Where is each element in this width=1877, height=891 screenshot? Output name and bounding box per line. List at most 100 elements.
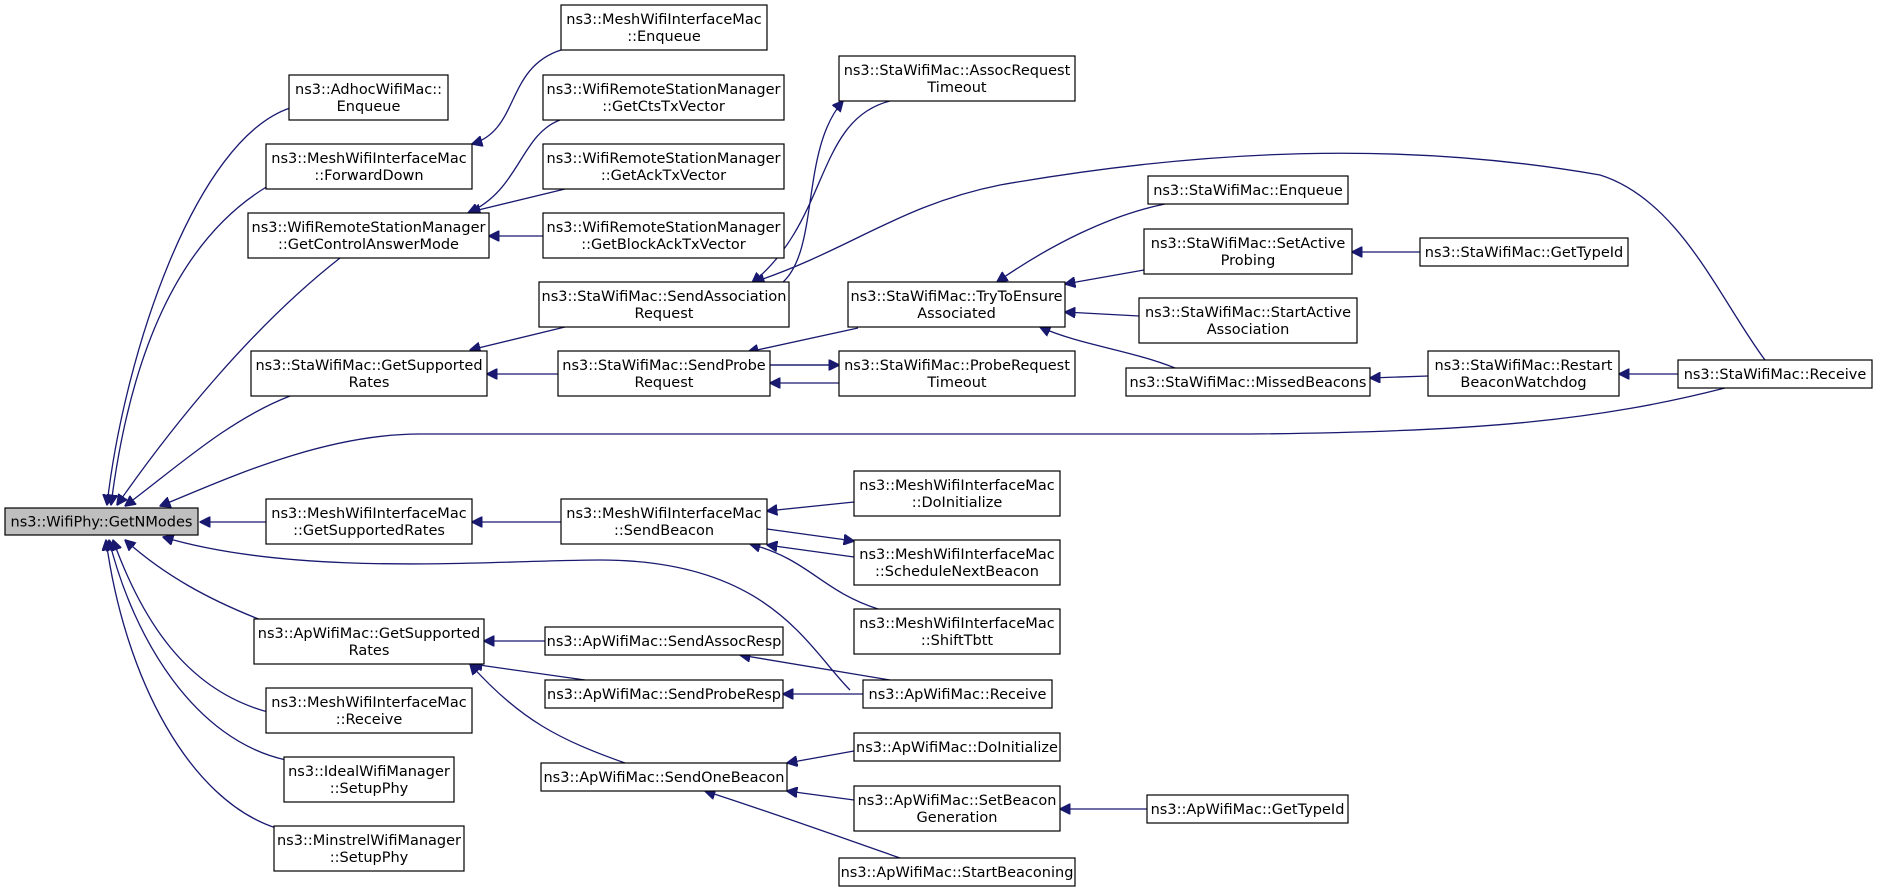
node-label-line: ns3::StaWifiMac::SetActive	[1151, 236, 1346, 252]
node-mesh-forwarddown[interactable]: ns3::MeshWifiInterfaceMac::ForwardDown	[265, 143, 473, 190]
node-ap-sendassocresp[interactable]: ns3::ApWifiMac::SendAssocResp	[544, 626, 784, 656]
node-label-line: ::Receive	[336, 712, 403, 728]
node-minstrel-setupphy[interactable]: ns3::MinstrelWifiManager::SetupPhy	[273, 825, 465, 872]
node-mesh-doinitialize[interactable]: ns3::MeshWifiInterfaceMac::DoInitialize	[853, 470, 1061, 517]
node-ap-gettypeid[interactable]: ns3::ApWifiMac::GetTypeId	[1146, 794, 1349, 824]
node-label-line: ::ScheduleNextBeacon	[875, 564, 1039, 580]
node-box	[540, 762, 788, 792]
edge-sta-receive-to-root	[160, 387, 1726, 506]
node-label-line: ::GetBlockAckTxVector	[581, 237, 746, 253]
edge-mesh-enqueue-to-mesh-forwarddown	[472, 49, 562, 144]
node-sta-receive[interactable]: ns3::StaWifiMac::Receive	[1677, 359, 1873, 389]
node-box	[853, 608, 1061, 655]
node-box	[853, 785, 1061, 832]
node-mesh-receive[interactable]: ns3::MeshWifiInterfaceMac::Receive	[265, 687, 473, 734]
node-mesh-enqueue[interactable]: ns3::MeshWifiInterfaceMac::Enqueue	[560, 4, 768, 51]
node-label-line: Timeout	[926, 375, 987, 391]
node-box	[1146, 794, 1349, 824]
node-label-line: ns3::MeshWifiInterfaceMac	[271, 506, 466, 522]
node-box	[544, 626, 784, 656]
node-label-line: ns3::StaWifiMac::AssocRequest	[844, 63, 1071, 79]
node-box	[838, 55, 1076, 102]
edge-ideal-setupphy-to-root	[109, 540, 287, 761]
node-ideal-setupphy[interactable]: ns3::IdealWifiManager::SetupPhy	[283, 756, 455, 803]
node-label-line: Generation	[917, 810, 998, 826]
node-label-line: Enqueue	[337, 99, 401, 115]
edge-adhoc-enqueue-to-root	[107, 107, 291, 505]
node-label-line: ns3::MinstrelWifiManager	[277, 833, 461, 849]
node-label-line: ns3::ApWifiMac::StartBeaconing	[841, 865, 1074, 881]
node-box	[247, 212, 490, 259]
node-ap-sendonebeacon[interactable]: ns3::ApWifiMac::SendOneBeacon	[540, 762, 788, 792]
node-label-line: ns3::StaWifiMac::ProbeRequest	[844, 358, 1070, 374]
node-label-line: Rates	[349, 643, 390, 659]
node-label-line: ns3::MeshWifiInterfaceMac	[859, 547, 1054, 563]
node-box	[862, 679, 1053, 709]
node-label-line: Request	[635, 375, 694, 391]
edge-wrsm-getctstxvector-to-wrsm-getcontrolanswermode	[468, 119, 561, 213]
node-ap-receive[interactable]: ns3::ApWifiMac::Receive	[862, 679, 1053, 709]
node-wrsm-getctstxvector[interactable]: ns3::WifiRemoteStationManager::GetCtsTxV…	[542, 74, 785, 121]
edge-sta-sendassociationrequest-to-sta-assocrequesttimeout	[781, 101, 843, 284]
node-label-line: ns3::MeshWifiInterfaceMac	[859, 478, 1054, 494]
node-root[interactable]: ns3::WifiPhy::GetNModes	[4, 507, 199, 536]
node-label-line: ns3::MeshWifiInterfaceMac	[271, 151, 466, 167]
node-wrsm-getacktxvector[interactable]: ns3::WifiRemoteStationManager::GetAckTxV…	[542, 143, 785, 190]
node-box	[265, 498, 473, 545]
node-box	[288, 74, 449, 121]
node-mesh-sendbeacon[interactable]: ns3::MeshWifiInterfaceMac::SendBeacon	[560, 498, 768, 545]
node-box	[4, 507, 199, 536]
node-box	[838, 350, 1076, 397]
node-label-line: ns3::ApWifiMac::Receive	[869, 687, 1047, 703]
node-box	[1427, 350, 1620, 397]
node-wrsm-getblockacktxvector[interactable]: ns3::WifiRemoteStationManager::GetBlockA…	[542, 212, 785, 259]
node-sta-gettypeid[interactable]: ns3::StaWifiMac::GetTypeId	[1419, 237, 1629, 267]
node-sta-missedbeacons[interactable]: ns3::StaWifiMac::MissedBeacons	[1125, 367, 1371, 397]
node-label-line: ns3::IdealWifiManager	[288, 764, 450, 780]
node-wrsm-getcontrolanswermode[interactable]: ns3::WifiRemoteStationManager::GetContro…	[247, 212, 490, 259]
edge-ap-sendproberesp-to-ap-getsupportedrates	[472, 664, 586, 681]
node-label-line: ::SetupPhy	[330, 850, 409, 866]
node-label-line: Rates	[349, 375, 390, 391]
node-ap-doinitialize[interactable]: ns3::ApWifiMac::DoInitialize	[853, 732, 1061, 762]
node-box	[838, 857, 1076, 887]
node-sta-getsupportedrates[interactable]: ns3::StaWifiMac::GetSupportedRates	[250, 350, 488, 397]
node-label-line: ns3::MeshWifiInterfaceMac	[271, 695, 466, 711]
node-box	[1125, 367, 1371, 397]
node-mesh-schedulenextbeacon[interactable]: ns3::MeshWifiInterfaceMac::ScheduleNextB…	[853, 539, 1061, 586]
node-mesh-shifttbtt[interactable]: ns3::MeshWifiInterfaceMac::ShiftTbtt	[853, 608, 1061, 655]
edge-wrsm-getacktxvector-to-wrsm-getcontrolanswermode	[470, 188, 566, 212]
node-label-line: ns3::WifiRemoteStationManager	[547, 151, 781, 167]
node-label-line: ns3::StaWifiMac::TryToEnsure	[850, 289, 1062, 305]
node-ap-startbeaconing[interactable]: ns3::ApWifiMac::StartBeaconing	[838, 857, 1076, 887]
node-box	[542, 212, 785, 259]
node-label-line: ::GetControlAnswerMode	[278, 237, 459, 253]
edge-sta-startactiveassociation-to-sta-trytoensureassociated	[1065, 312, 1140, 316]
node-adhoc-enqueue[interactable]: ns3::AdhocWifiMac::Enqueue	[288, 74, 449, 121]
node-label-line: ns3::ApWifiMac::SendOneBeacon	[543, 770, 784, 786]
node-label-line: ns3::StaWifiMac::MissedBeacons	[1130, 375, 1367, 391]
edge-sta-enqueue-to-sta-trytoensureassociated	[997, 203, 1166, 282]
node-sta-enqueue[interactable]: ns3::StaWifiMac::Enqueue	[1147, 175, 1349, 205]
node-box	[560, 498, 768, 545]
node-mesh-getsupportedrates[interactable]: ns3::MeshWifiInterfaceMac::GetSupportedR…	[265, 498, 473, 545]
node-label-line: ns3::StaWifiMac::GetTypeId	[1425, 245, 1623, 261]
edge-ap-getsupportedrates-to-root	[125, 540, 262, 621]
node-label-line: ::GetSupportedRates	[293, 523, 445, 539]
node-ap-getsupportedrates[interactable]: ns3::ApWifiMac::GetSupportedRates	[253, 618, 485, 665]
node-label-line: ns3::WifiRemoteStationManager	[547, 82, 781, 98]
node-box	[853, 539, 1061, 586]
node-label-line: ns3::AdhocWifiMac::	[295, 82, 442, 98]
node-ap-sendproberesp[interactable]: ns3::ApWifiMac::SendProbeResp	[544, 679, 784, 709]
edges-layer	[106, 49, 1766, 859]
